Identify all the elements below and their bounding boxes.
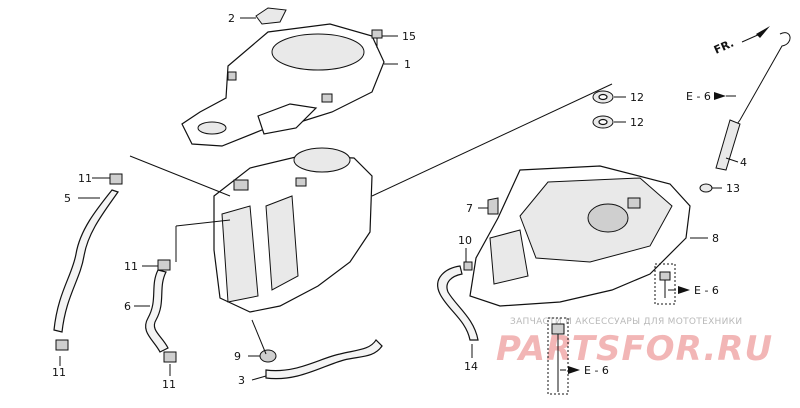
clamp-mid (157, 259, 171, 271)
callout-3: 3 (238, 374, 245, 387)
hose-5 (53, 189, 119, 333)
watermark-logo: PARTSFOR.RU (496, 329, 773, 369)
clamp-low (163, 351, 177, 363)
clamp-bottom-left (55, 339, 69, 351)
callout-12b: 12 (630, 116, 644, 129)
long-bolt (547, 317, 569, 395)
engine-block (213, 147, 373, 313)
clip (487, 197, 499, 215)
arrow-e6c (560, 366, 580, 374)
oil-case (469, 165, 691, 307)
callout-2: 2 (228, 12, 235, 25)
callout-14: 14 (464, 360, 478, 373)
seal-lower (592, 115, 614, 129)
ref-e6c: E - 6 (584, 364, 609, 377)
callout-1: 1 (404, 58, 411, 71)
callout-13: 13 (726, 182, 740, 195)
clamp-top (109, 173, 123, 185)
hose-6 (145, 269, 169, 353)
callout-10: 10 (458, 234, 472, 247)
callout-9: 9 (234, 350, 241, 363)
grommet (255, 7, 287, 25)
ref-e6b: E - 6 (694, 284, 719, 297)
watermark-caption: ЗАПЧАСТИ И АКСЕССУАРЫ ДЛЯ МОТОТЕХНИКИ (510, 317, 742, 327)
engine-cover (181, 23, 385, 147)
callout-11d: 11 (162, 378, 176, 391)
callout-15: 15 (402, 30, 416, 43)
front-label: FR. (712, 37, 736, 57)
callout-6: 6 (124, 300, 131, 313)
clamp-9 (259, 349, 277, 363)
hose-3 (265, 339, 383, 380)
callout-11b: 11 (124, 260, 138, 273)
callout-4: 4 (740, 156, 747, 169)
small-clip (463, 261, 473, 271)
callout-12a: 12 (630, 91, 644, 104)
seal-upper (592, 90, 614, 104)
callout-7: 7 (466, 202, 473, 215)
ref-e6a: E - 6 (686, 90, 711, 103)
callout-5: 5 (64, 192, 71, 205)
leader-lines (59, 17, 739, 381)
arrow-e6a (714, 92, 736, 100)
callout-11a: 11 (78, 172, 92, 185)
hose-14 (437, 265, 479, 341)
callout-11c: 11 (52, 366, 66, 379)
front-direction-arrow (741, 26, 770, 43)
callout-8: 8 (712, 232, 719, 245)
case-bolt (654, 263, 676, 305)
arrow-e6b (668, 286, 690, 294)
bolt (371, 29, 383, 48)
